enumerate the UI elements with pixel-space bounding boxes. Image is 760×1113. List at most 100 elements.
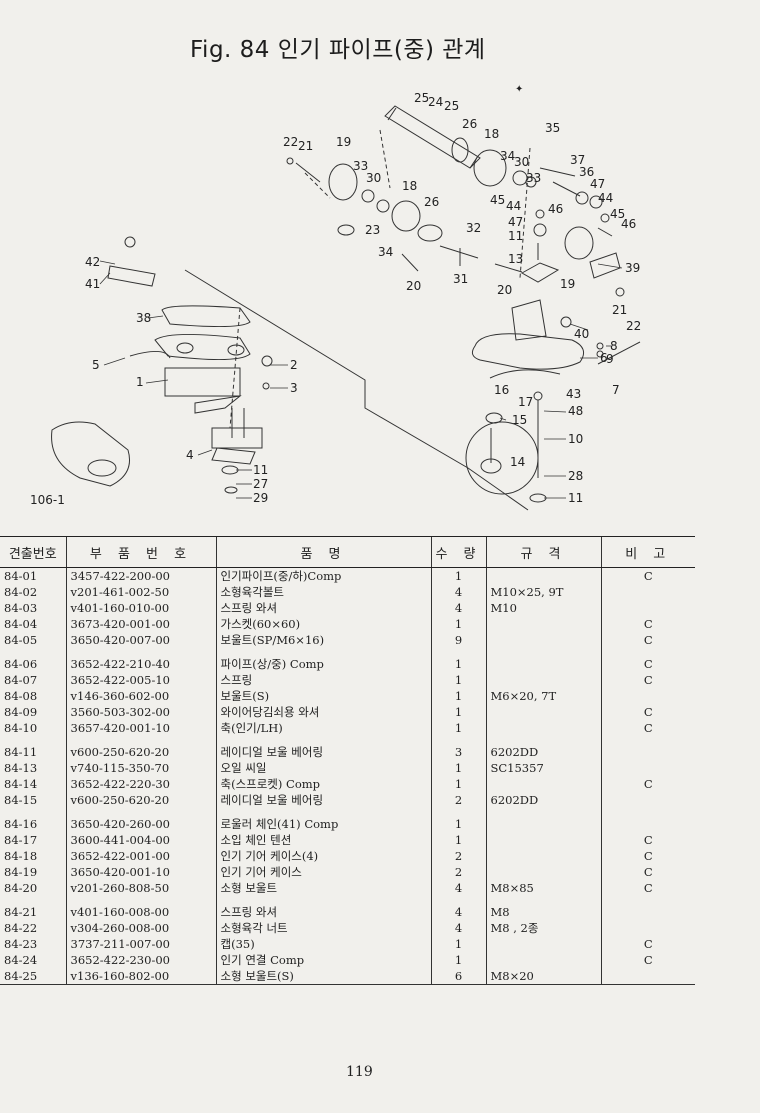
svg-text:9: 9 — [606, 352, 614, 366]
note-cell: C — [600, 952, 695, 968]
part-number-cell: 3650-420-001-10 — [65, 864, 216, 880]
quantity-cell: 2 — [430, 792, 486, 808]
spec-cell: 6202DD — [485, 744, 601, 760]
part-number-cell: 3652-422-220-30 — [65, 776, 216, 792]
part-number-cell: 3652-422-210-40 — [65, 656, 216, 672]
index-cell: 84-23 — [4, 937, 38, 951]
spacer-cell — [215, 736, 431, 744]
spacer-cell — [485, 808, 601, 816]
spacer-cell — [485, 648, 601, 656]
part-number-cell: 3737-211-007-00 — [65, 936, 216, 952]
part-name-cell: 캡(35) — [215, 936, 431, 952]
svg-text:37: 37 — [570, 153, 585, 167]
spec-cell — [485, 816, 601, 832]
spec-cell: M8×85 — [485, 880, 601, 896]
svg-text:31: 31 — [453, 272, 468, 286]
index-cell: 84-03 — [4, 601, 38, 615]
part-number-cell: 3652-422-001-00 — [65, 848, 216, 864]
spec-cell: M8×20 — [485, 968, 601, 985]
index-cell: 84-10 — [4, 721, 38, 735]
quantity-cell: 1 — [430, 720, 486, 736]
spec-cell — [485, 616, 601, 632]
part-number-cell: 3657-420-001-10 — [65, 720, 216, 736]
index-cell: 84-17 — [4, 833, 38, 847]
spacer-cell — [0, 808, 66, 816]
note-cell — [600, 816, 695, 832]
svg-text:7: 7 — [612, 383, 620, 397]
svg-text:5: 5 — [92, 358, 100, 372]
spec-cell: M8 , 2종 — [485, 920, 601, 936]
part-name-cell: 소입 체인 텐션 — [215, 832, 431, 848]
spec-cell — [485, 776, 601, 792]
svg-text:26: 26 — [462, 117, 477, 131]
svg-text:17: 17 — [518, 395, 533, 409]
table-header-row: 견출번호 부 품 번 호 품 명 수 량 규 격 비 고 — [0, 536, 695, 568]
svg-text:11: 11 — [568, 491, 583, 505]
spec-cell: M6×20, 7T — [485, 688, 601, 704]
part-name-cell: 보울트(S) — [215, 688, 431, 704]
svg-text:33: 33 — [353, 159, 368, 173]
svg-text:45: 45 — [490, 193, 505, 207]
spec-cell: M8 — [485, 904, 601, 920]
spec-cell — [485, 720, 601, 736]
quantity-cell: 2 — [430, 864, 486, 880]
spacer-cell — [485, 736, 601, 744]
index-cell: 84-16 — [4, 817, 38, 831]
quantity-cell: 4 — [430, 880, 486, 896]
index-cell: 84-18 — [4, 849, 38, 863]
svg-text:23: 23 — [365, 223, 380, 237]
index-cell: 84-05 — [4, 633, 38, 647]
svg-text:19: 19 — [336, 135, 351, 149]
svg-text:22: 22 — [283, 135, 298, 149]
note-cell: C — [600, 704, 695, 720]
index-cell: 84-25 — [0, 968, 66, 985]
part-number-cell: v401-160-008-00 — [65, 904, 216, 920]
spacer-cell — [65, 736, 216, 744]
part-number-cell: 3652-422-005-10 — [65, 672, 216, 688]
part-number-cell: v401-160-010-00 — [65, 600, 216, 616]
spacer-cell — [0, 896, 66, 904]
svg-text:47: 47 — [508, 215, 523, 229]
quantity-cell: 6 — [430, 968, 486, 985]
svg-text:20: 20 — [497, 283, 512, 297]
quantity-cell: 1 — [430, 776, 486, 792]
quantity-cell: 4 — [430, 904, 486, 920]
svg-text:8: 8 — [610, 339, 618, 353]
spec-cell: SC15357 — [485, 760, 601, 776]
svg-text:16: 16 — [494, 383, 509, 397]
note-cell: C — [600, 776, 695, 792]
spacer-cell — [0, 736, 66, 744]
note-cell: C — [600, 848, 695, 864]
svg-text:24: 24 — [428, 95, 443, 109]
svg-text:30: 30 — [514, 155, 529, 169]
index-cell: 84-04 — [4, 617, 38, 631]
svg-text:29: 29 — [253, 491, 268, 505]
quantity-cell: 1 — [430, 567, 486, 584]
svg-text:18: 18 — [402, 179, 417, 193]
svg-text:21: 21 — [298, 139, 313, 153]
svg-text:44: 44 — [506, 199, 521, 213]
index-cell: 84-24 — [4, 953, 38, 967]
part-number-cell: v600-250-620-20 — [65, 792, 216, 808]
note-cell — [600, 760, 695, 776]
spec-cell — [485, 864, 601, 880]
svg-text:1: 1 — [136, 375, 144, 389]
part-number-cell: v201-260-808-50 — [65, 880, 216, 896]
svg-text:2: 2 — [290, 358, 298, 372]
quantity-cell: 1 — [430, 936, 486, 952]
part-name-cell: 소형육각볼트 — [215, 584, 431, 600]
quantity-cell: 1 — [430, 656, 486, 672]
spec-cell — [485, 848, 601, 864]
spec-cell — [485, 832, 601, 848]
spacer-cell — [0, 648, 66, 656]
group-spacer — [0, 808, 695, 816]
part-name-cell: 인기 기어 케이스(4) — [215, 848, 431, 864]
